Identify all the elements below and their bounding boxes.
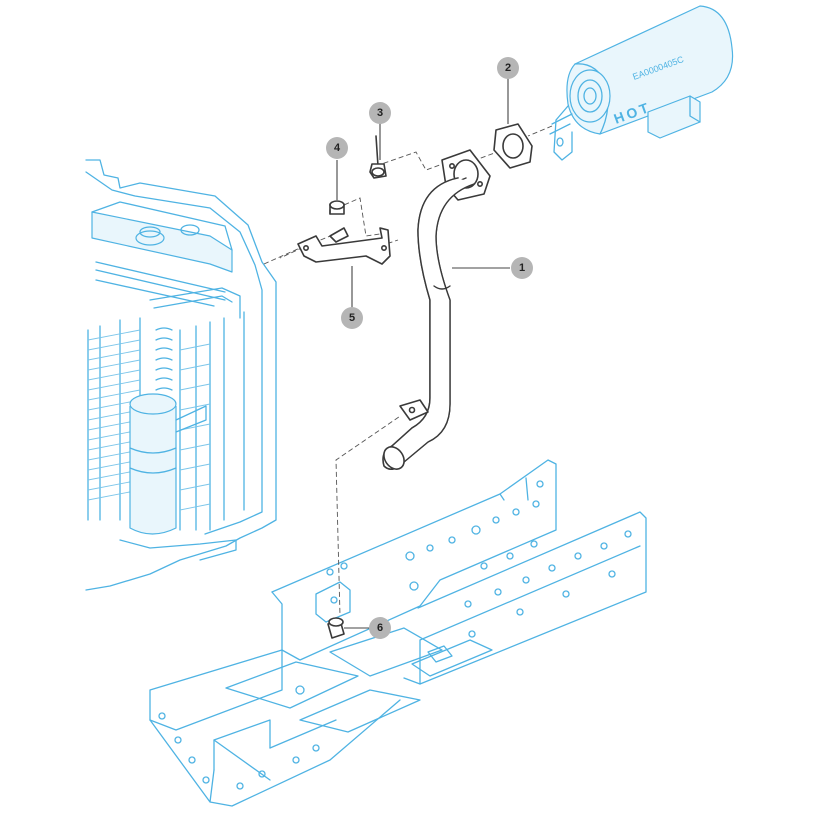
callout-4-number: 4 [334,142,341,154]
callout-2: 2 [497,57,519,79]
callout-6: 6 [369,617,391,639]
bolt-4 [329,200,345,215]
callout-3: 3 [369,102,391,124]
callout-1-number: 1 [519,262,525,274]
callout-1: 1 [511,257,533,279]
callout-5-number: 5 [349,312,355,324]
chassis-frame [149,459,647,807]
callout-5: 5 [341,307,363,329]
callout-4: 4 [326,137,348,159]
callout-2-number: 2 [505,62,511,74]
bracket [297,227,391,265]
bolt-6 [327,617,345,639]
radiator-assembly [85,159,277,591]
exhaust-pipe [382,149,491,470]
gasket [493,123,533,169]
callout-leaders [336,78,510,629]
bolt-3 [369,135,387,179]
muffler-assembly: EA0000405C HOT [549,5,734,161]
assembly-guide-lines [263,125,553,617]
callout-3-number: 3 [377,107,383,119]
callout-6-number: 6 [377,622,383,634]
